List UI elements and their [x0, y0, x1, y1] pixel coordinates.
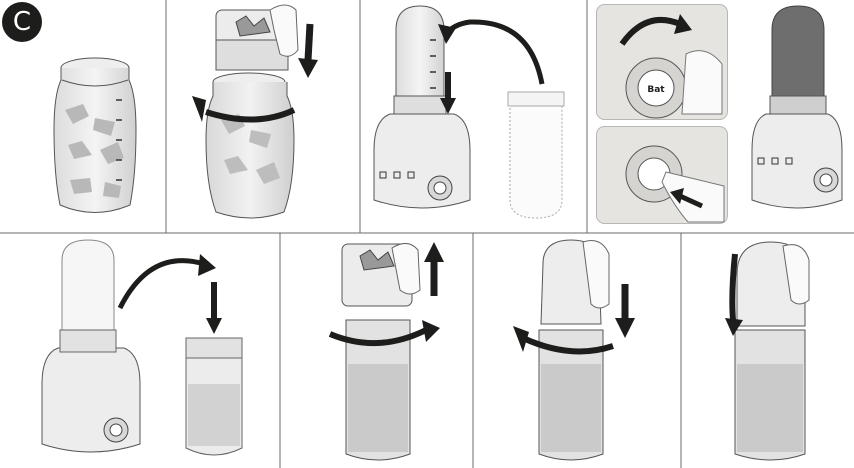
panel-bottle-filled [0, 0, 166, 233]
panel-press-button [596, 126, 728, 224]
press-pulse-button-icon [596, 126, 728, 224]
panel-remove-bottle [0, 234, 280, 468]
attach-blade-unit-icon [166, 0, 360, 233]
blending-in-progress-icon [740, 0, 854, 233]
remove-bottle-from-base-icon [0, 234, 280, 468]
panel-screw-lid [473, 234, 681, 468]
bottle-with-fruit-icon [0, 0, 166, 233]
detach-blade-unit-icon [280, 234, 473, 468]
panel-insert-on-base [360, 0, 587, 233]
panel-close-cap [681, 234, 854, 468]
close-flip-cap-icon [681, 234, 854, 468]
turn-speed-dial-icon: Bat [596, 4, 728, 120]
panel-attach-blade [166, 0, 360, 233]
insert-bottle-on-base-icon [360, 0, 587, 233]
panel-turn-dial: Bat [596, 4, 728, 120]
panel-detach-blade [280, 234, 473, 468]
screw-on-lid-icon [473, 234, 681, 468]
panel-blending [740, 0, 854, 233]
dial-label: Bat [647, 85, 665, 95]
